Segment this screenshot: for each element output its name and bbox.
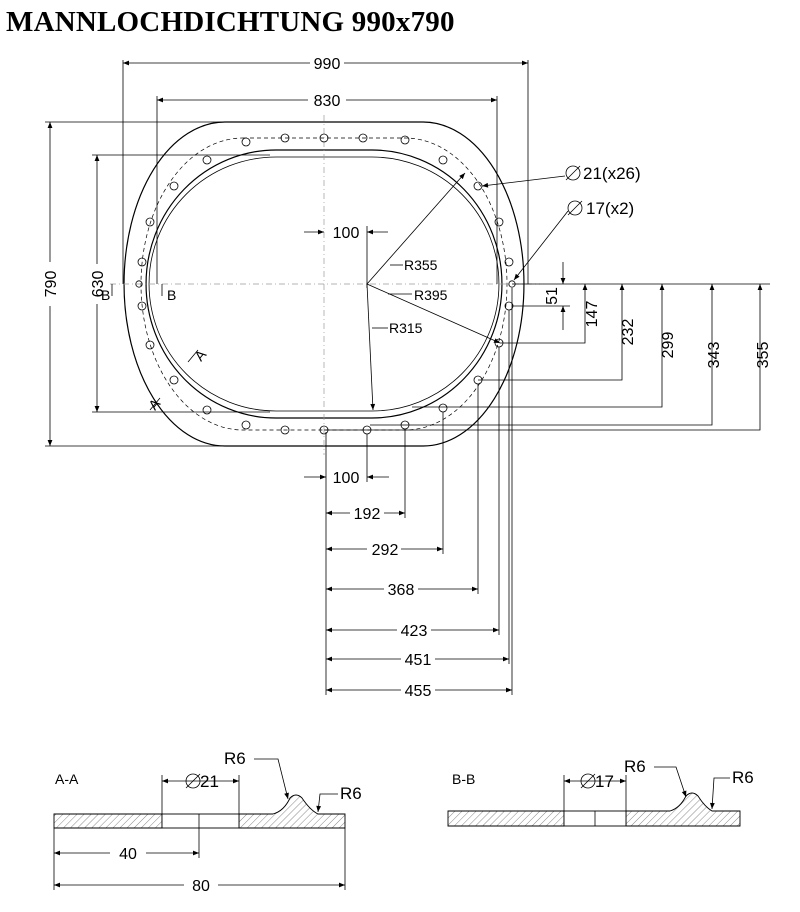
dim-label-51: 51: [544, 287, 561, 305]
dim-label-455: 455: [405, 683, 432, 700]
dim-630: 630: [90, 154, 270, 413]
right-vertical-dims: 51 147 232 299 343 355: [324, 262, 772, 431]
section-bb-r6-right: R6: [732, 768, 754, 787]
dim-label-100-top: 100: [333, 225, 360, 242]
dim-100-top: 100: [304, 225, 388, 288]
section-b-right: B: [167, 287, 176, 303]
dim-label-790: 790: [43, 271, 60, 298]
dim-label-232: 232: [620, 319, 637, 346]
dim-label-355: 355: [755, 342, 772, 369]
bolt-holes: [135, 133, 516, 435]
section-marker-a: A A: [145, 346, 210, 413]
dim-label-368: 368: [388, 582, 415, 599]
section-aa-dim-80: 80: [192, 878, 210, 895]
dim-790: 790: [43, 121, 240, 447]
dim-label-990: 990: [314, 56, 341, 73]
radius-lines: R355 R395 R315: [366, 172, 501, 411]
drawing-title: MANNLOCHDICHTUNG 990x790: [6, 6, 455, 38]
callout-hole-21: 21(x26): [481, 164, 641, 188]
dim-label-147: 147: [584, 301, 601, 328]
section-bb-label: B-B: [452, 771, 475, 787]
section-aa-hole: 21: [200, 772, 219, 791]
label-hole-21-x26: 21(x26): [583, 164, 641, 183]
dim-label-343: 343: [706, 342, 723, 369]
section-a-upper: A: [191, 346, 210, 364]
section-bb: B-B 17 R6 R6: [447, 757, 754, 827]
section-aa-r6-right: R6: [340, 784, 362, 803]
section-marker-b: B B: [101, 284, 176, 303]
section-b-left: B: [101, 287, 110, 303]
section-a-lower: A: [145, 395, 164, 413]
dim-label-192: 192: [354, 506, 381, 523]
section-bb-r6-top: R6: [624, 757, 646, 776]
dim-830: 830: [156, 93, 498, 284]
section-aa: A-A 21 R6 R6 40 80: [53, 749, 362, 895]
section-aa-dim-40: 40: [119, 846, 137, 863]
dim-label-423: 423: [401, 623, 428, 640]
dim-label-299: 299: [660, 332, 677, 359]
dim-label-100-bottom: 100: [333, 470, 360, 487]
dim-label-630: 630: [90, 271, 107, 298]
section-aa-label: A-A: [55, 771, 79, 787]
label-r315: R315: [389, 320, 423, 336]
dim-label-292: 292: [372, 542, 399, 559]
label-r355: R355: [404, 257, 438, 273]
bottom-horizontal-dims: 100 192 292 368 423 451 455: [304, 288, 513, 700]
label-hole-17-x2: 17(x2): [586, 199, 634, 218]
callout-hole-17: 17(x2): [513, 199, 634, 281]
dim-label-830: 830: [314, 93, 341, 110]
section-aa-r6-top: R6: [224, 749, 246, 768]
dim-990: 990: [122, 56, 529, 284]
section-bb-hole: 17: [595, 772, 614, 791]
label-r395: R395: [414, 287, 448, 303]
dim-label-451: 451: [405, 652, 432, 669]
